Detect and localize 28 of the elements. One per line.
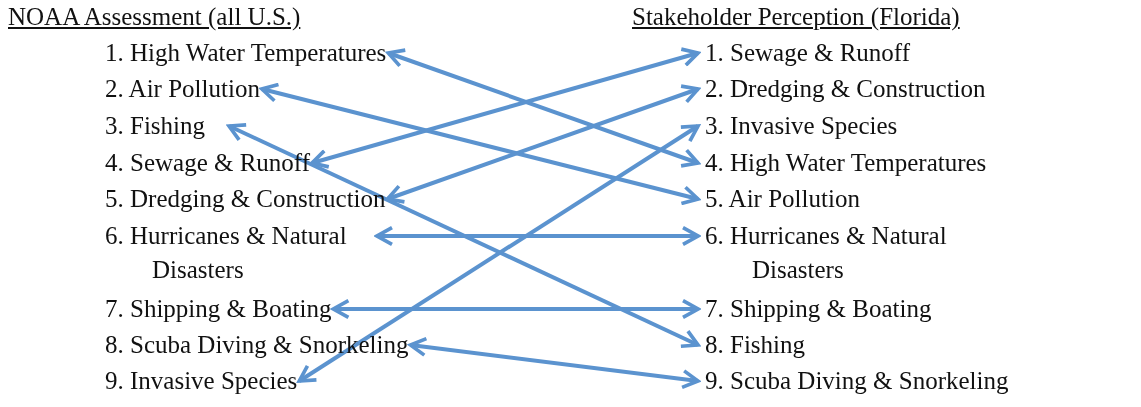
list-item: 7. Shipping & Boating <box>700 292 932 326</box>
double-arrow <box>310 47 700 169</box>
list-item: 6. Hurricanes & Natural Disasters <box>700 219 975 287</box>
double-arrow <box>386 48 700 168</box>
double-arrow <box>260 82 700 206</box>
list-item: 1. High Water Temperatures <box>100 36 387 70</box>
list-item: 3. Fishing <box>100 109 228 143</box>
list-item: 5. Air Pollution <box>700 182 860 216</box>
list-item: 3. Invasive Species <box>700 109 898 143</box>
list-item: 9. Scuba Diving & Snorkeling <box>700 364 1009 398</box>
double-arrow <box>385 84 700 204</box>
column-heading: Stakeholder Perception (Florida) <box>632 2 960 32</box>
double-arrow <box>375 225 700 247</box>
list-item: 1. Sewage & Runoff <box>700 36 911 70</box>
column-heading: NOAA Assessment (all U.S.) <box>8 2 301 32</box>
double-arrow <box>331 298 700 320</box>
list-item: 9. Invasive Species <box>100 364 298 398</box>
list-item: 2. Dredging & Construction <box>700 72 986 106</box>
list-item: 6. Hurricanes & Natural Disasters <box>100 219 375 287</box>
list-item: 7. Shipping & Boating <box>100 292 332 326</box>
double-arrow <box>227 122 700 349</box>
list-item: 4. Sewage & Runoff <box>100 146 311 180</box>
list-item: 5. Dredging & Construction <box>100 182 386 216</box>
list-item: 8. Fishing <box>700 328 828 362</box>
double-arrow <box>408 336 700 390</box>
double-arrow <box>297 124 700 383</box>
list-item: 4. High Water Temperatures <box>700 146 987 180</box>
list-item: 2. Air Pollution <box>100 72 260 106</box>
